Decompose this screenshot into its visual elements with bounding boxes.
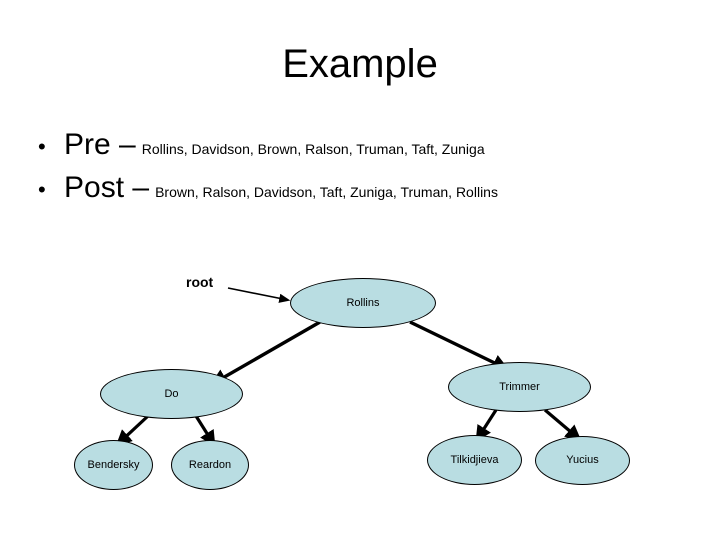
tree-node-label: Trimmer [499,380,540,393]
tree-node-rollins[interactable]: Rollins [290,278,436,328]
bullet-values-post: Brown, Ralson, Davidson, Taft, Zuniga, T… [155,184,498,200]
tree-node-label: Rollins [346,296,380,309]
tree-node-reardon[interactable]: Reardon [171,440,249,490]
tree-node-tilkidjieva[interactable]: Tilkidjieva [427,435,522,485]
tree-node-trimmer[interactable]: Trimmer [448,362,591,412]
bullet-values-pre: Rollins, Davidson, Brown, Ralson, Truman… [141,141,485,157]
edge-rollins-do [209,320,321,386]
root-pointer-arrow [227,287,291,303]
tree-node-label: Bendersky [87,458,140,471]
edge-rollins-trimmer [409,320,510,371]
list-item: • Post – Brown, Ralson, Davidson, Taft, … [34,171,674,205]
bullet-list: • Pre – Rollins, Davidson, Brown, Ralson… [34,128,674,214]
list-item: • Pre – Rollins, Davidson, Brown, Ralson… [34,128,674,162]
edge-do-bendersky [115,414,150,447]
root-annotation-label: root [186,274,214,290]
page-title: Example [282,42,438,86]
bullet-dot-icon: • [38,134,46,159]
bullet-heading-post: Post – [64,171,150,204]
tree-node-do[interactable]: Do [100,369,243,419]
edge-trimmer-yucius [543,408,582,441]
tree-node-label: Do [164,387,179,400]
tree-node-bendersky[interactable]: Bendersky [74,440,153,490]
tree-node-label: Reardon [188,458,232,471]
tree-node-label: Yucius [566,454,599,466]
tree-node-label: Tilkidjieva [450,453,499,466]
edge-trimmer-tilkidjieva [475,409,498,442]
bullet-dot-icon: • [38,177,46,202]
edge-do-reardon [194,415,216,447]
tree-node-yucius[interactable]: Yucius [535,436,630,485]
bullet-heading-pre: Pre – [64,128,136,161]
